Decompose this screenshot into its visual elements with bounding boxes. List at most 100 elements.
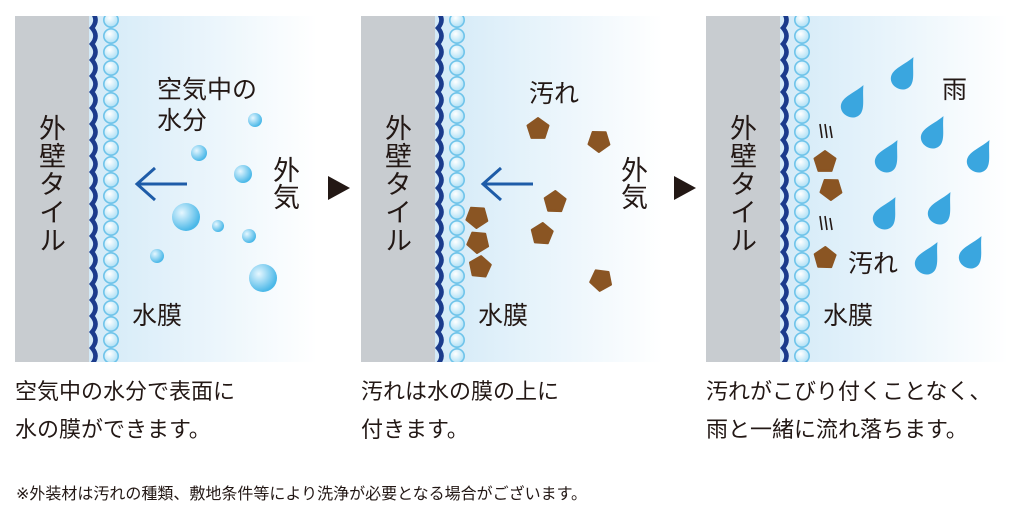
rain-drop	[872, 197, 896, 230]
water-film-beads	[449, 16, 466, 362]
dirt-particle	[813, 150, 837, 172]
moisture-label-line1: 空気中の	[157, 75, 258, 104]
water-bead	[449, 140, 466, 157]
water-bead	[449, 92, 466, 109]
wall-tile	[15, 16, 89, 362]
water-film-wave	[435, 16, 444, 362]
water-bead	[449, 220, 466, 237]
water-bead	[449, 172, 466, 189]
water-bead	[103, 220, 120, 237]
rain-drop	[920, 116, 944, 149]
inward-arrow	[134, 166, 187, 202]
rain-drop	[927, 192, 951, 225]
water-bead	[449, 108, 466, 125]
next-step-arrow-icon	[328, 176, 350, 200]
caption-step-1: 空気中の水分で表面に 水の膜ができます。	[15, 374, 235, 450]
outside-air-label: 外気	[268, 156, 299, 210]
water-bead	[449, 156, 466, 173]
next-step-arrow-icon	[674, 176, 696, 200]
caption-step-2-line1: 汚れは水の膜の上に	[361, 380, 560, 405]
dirt-particle	[819, 179, 843, 201]
water-bead	[103, 331, 120, 348]
water-bead	[103, 140, 120, 157]
water-bead	[794, 43, 811, 60]
water-bead	[449, 204, 466, 221]
droplet	[172, 203, 200, 231]
dirt-particle	[526, 117, 550, 139]
droplet	[249, 264, 277, 292]
wall-tile-label: 外壁タイル	[380, 114, 411, 254]
water-bead	[103, 236, 120, 253]
water-bead	[449, 236, 466, 253]
water-film-wave	[780, 16, 789, 362]
droplet	[191, 145, 207, 161]
droplet	[150, 249, 164, 263]
water-bead	[794, 124, 811, 141]
water-bead	[794, 220, 811, 237]
water-bead	[449, 315, 466, 332]
water-bead	[103, 348, 119, 362]
water-bead	[449, 59, 466, 76]
dirt-particles	[813, 150, 843, 269]
rain-drop	[958, 236, 982, 269]
droplet	[234, 165, 252, 183]
caption-step-2-line2: 付きます。	[361, 418, 469, 443]
water-bead	[794, 331, 811, 348]
water-bead	[103, 268, 120, 285]
water-bead	[794, 156, 811, 173]
panel-3-illustration	[706, 16, 1008, 362]
water-bead	[449, 331, 466, 348]
water-bead	[794, 59, 811, 76]
wall-tile	[361, 16, 435, 362]
water-bead	[794, 16, 810, 28]
water-bead	[103, 156, 120, 173]
sliding-motion-marks	[819, 123, 833, 231]
wall-tile	[706, 16, 780, 362]
water-bead	[449, 268, 466, 285]
water-bead	[449, 43, 466, 60]
water-bead	[794, 299, 811, 316]
water-bead	[103, 28, 120, 44]
water-film-label: 水膜	[132, 301, 183, 330]
caption-step-1-line1: 空気中の水分で表面に	[15, 380, 236, 405]
water-film-wave-line	[89, 16, 98, 362]
water-bead	[103, 283, 120, 300]
water-bead	[103, 92, 120, 109]
water-bead	[449, 75, 466, 92]
water-bead	[794, 252, 811, 269]
water-bead	[794, 108, 811, 125]
dirt-particle	[469, 255, 492, 278]
droplet	[242, 229, 256, 243]
wall-tile-label: 外壁タイル	[725, 114, 756, 254]
panel-dirt-on-film: 外壁タイル 汚れ 外気 水膜	[361, 16, 663, 362]
caption-step-3-line2: 雨と一緒に流れ落ちます。	[706, 418, 968, 443]
rain-label: 雨	[942, 75, 968, 104]
water-bead	[103, 43, 120, 60]
water-film-wave-line	[780, 16, 789, 362]
panel-1-illustration	[15, 16, 317, 362]
water-bead	[794, 92, 811, 109]
water-bead	[103, 124, 120, 141]
water-bead	[103, 172, 120, 189]
rain-drop	[914, 242, 938, 275]
water-bead	[449, 283, 466, 300]
water-bead	[103, 252, 120, 269]
water-bead	[103, 75, 120, 92]
droplet	[248, 113, 262, 127]
water-bead	[794, 28, 811, 44]
outside-air-label: 外気	[616, 156, 647, 210]
footnote: ※外装材は汚れの種類、敷地条件等により洗浄が必要となる場合がございます。	[16, 484, 588, 503]
water-bead	[103, 188, 120, 205]
dirt-particle	[530, 222, 554, 245]
water-film-beads	[794, 16, 811, 362]
water-bead	[794, 283, 811, 300]
panel-2-illustration	[361, 16, 663, 362]
water-bead	[103, 315, 120, 332]
water-bead	[103, 299, 120, 316]
moisture-droplets	[150, 113, 277, 292]
water-bead	[103, 204, 120, 221]
water-bead	[794, 172, 811, 189]
water-bead	[449, 348, 465, 362]
inward-arrow	[480, 166, 533, 202]
dirt-particle	[465, 206, 489, 229]
